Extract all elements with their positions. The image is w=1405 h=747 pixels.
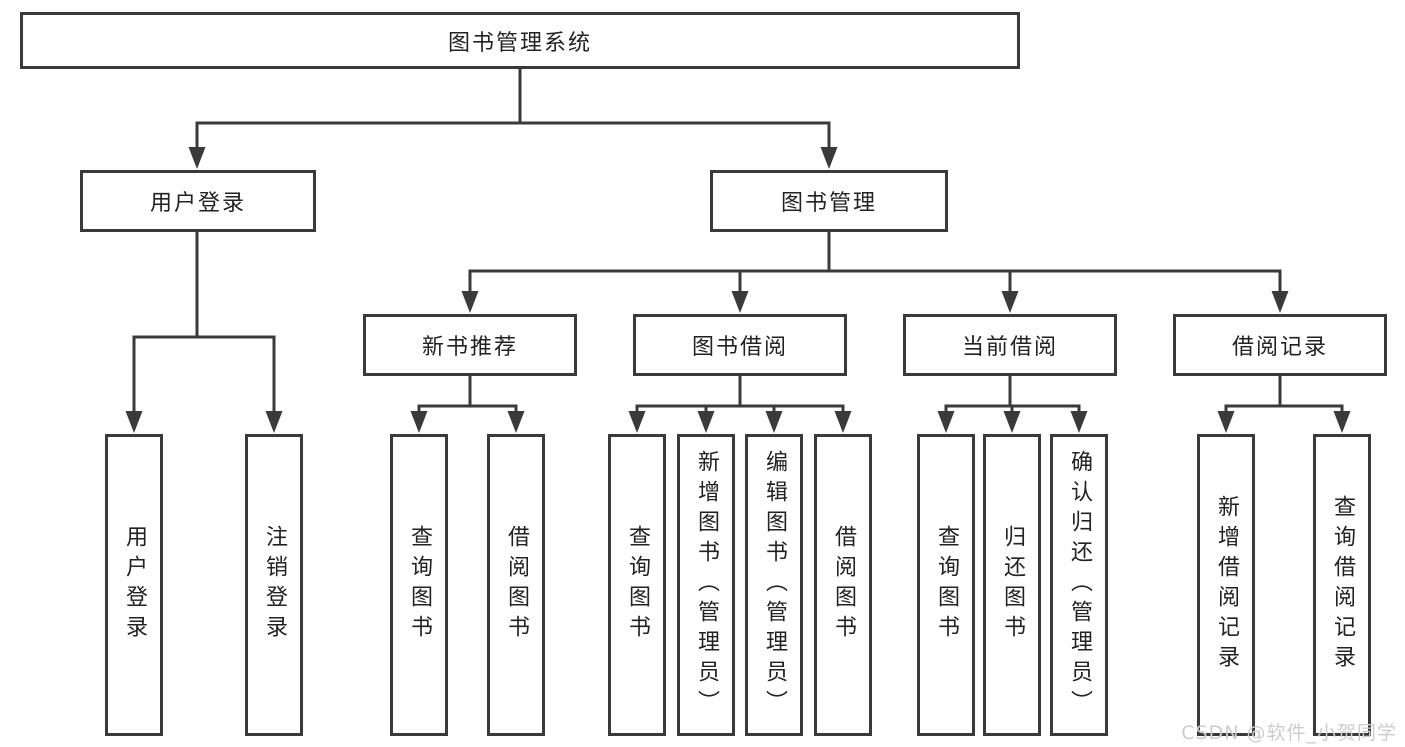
leaf-edit-books-admin: 编辑图书（管理员） (745, 434, 803, 736)
leaf-borrow-books-recommend: 借阅图书 (487, 434, 545, 736)
leaf-add-books-admin: 新增图书（管理员） (677, 434, 735, 736)
leaf-borrow-books: 借阅图书 (814, 434, 872, 736)
leaf-query-borrow-record: 查询借阅记录 (1313, 434, 1371, 736)
leaf-user-login: 用户登录 (105, 434, 163, 736)
node-current-borrow: 当前借阅 (903, 314, 1117, 376)
leaf-logout: 注销登录 (245, 434, 303, 736)
node-book-borrow: 图书借阅 (633, 314, 847, 376)
node-book-management: 图书管理 (710, 170, 948, 232)
leaf-add-borrow-record: 新增借阅记录 (1197, 434, 1255, 736)
node-new-book-recommend: 新书推荐 (363, 314, 577, 376)
leaf-query-books-current: 查询图书 (917, 434, 975, 736)
leaf-confirm-return-admin: 确认归还（管理员） (1050, 434, 1108, 736)
leaf-query-books-recommend: 查询图书 (390, 434, 448, 736)
node-borrow-record: 借阅记录 (1173, 314, 1387, 376)
node-book-management-system: 图书管理系统 (20, 12, 1020, 69)
watermark: CSDN @软件_小贺同学 (1181, 722, 1397, 744)
leaf-query-books-borrow: 查询图书 (608, 434, 666, 736)
leaf-return-books: 归还图书 (983, 434, 1041, 736)
node-user-login: 用户登录 (80, 170, 316, 232)
